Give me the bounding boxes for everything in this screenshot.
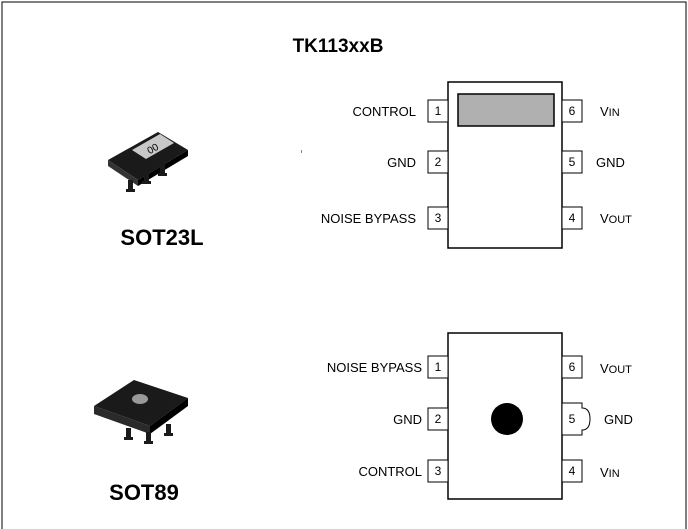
sot23l-package-icon: 00 <box>108 132 188 192</box>
pin-label: GND <box>596 155 625 170</box>
pin-number: 2 <box>435 155 442 169</box>
pin-label: NOISE BYPASS <box>327 360 422 375</box>
pin-number: 6 <box>569 104 576 118</box>
sot23l-pinout: 1 2 3 4 5 6 CONTROL GND NOISE BYPASS VOU… <box>321 81 632 249</box>
sot23l-label: SOT23L <box>120 225 203 250</box>
sot89-pin-box <box>561 459 583 483</box>
pin-number: 5 <box>569 155 576 169</box>
sot23l-window <box>457 93 555 127</box>
speck <box>301 150 302 153</box>
pin-label: VOUT <box>600 361 632 376</box>
pin-number: 1 <box>435 104 442 118</box>
sot89-pin-box <box>427 355 449 379</box>
sot23l-pin-box <box>427 150 449 174</box>
sot23l-pin-box <box>561 99 583 123</box>
pin-label: GND <box>604 412 633 427</box>
sot23l-pin-box <box>427 206 449 230</box>
sot23l-marking: 00 <box>146 142 162 157</box>
pin-label: CONTROL <box>352 104 416 119</box>
sot89-label: SOT89 <box>109 480 179 505</box>
sot23l-pin-box <box>561 150 583 174</box>
pin-number: 3 <box>435 464 442 478</box>
diagram-title: TK113xxB <box>293 36 384 57</box>
pin-number: 2 <box>435 412 442 426</box>
sot89-pin-box <box>561 355 583 379</box>
pin-label: GND <box>393 412 422 427</box>
sot89-pinout: 1 2 3 4 5 6 NOISE BYPASS GND CONTROL VIN… <box>327 332 633 500</box>
sot89-tab-dot <box>491 403 523 435</box>
sot89-pin-box <box>427 459 449 483</box>
pin-number: 4 <box>569 464 576 478</box>
pin-label: NOISE BYPASS <box>321 211 416 226</box>
pin-label: GND <box>387 155 416 170</box>
sot23l-pin-box <box>427 99 449 123</box>
pin-label: CONTROL <box>358 464 422 479</box>
sot23l-pin-box <box>561 206 583 230</box>
sot89-pin-box-tab <box>561 402 591 436</box>
pin-label: VIN <box>600 104 620 119</box>
pin-number: 1 <box>435 360 442 374</box>
pin-number: 3 <box>435 211 442 225</box>
sot89-package-icon <box>94 380 188 444</box>
pin-label: VOUT <box>600 211 632 226</box>
pin-number: 4 <box>569 211 576 225</box>
pin-number: 6 <box>569 360 576 374</box>
pin-number: 5 <box>569 412 576 426</box>
pin-label: VIN <box>600 465 620 480</box>
sot89-pin-box <box>427 407 449 431</box>
